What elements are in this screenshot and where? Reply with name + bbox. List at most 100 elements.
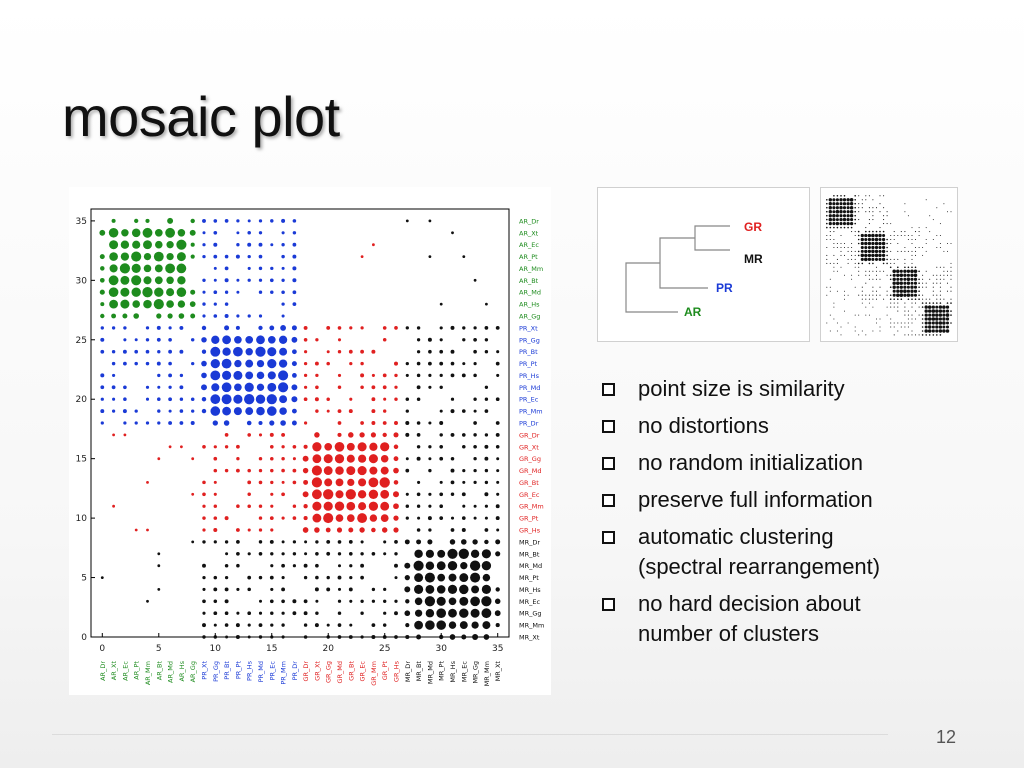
matrix-point — [247, 314, 251, 318]
matrix-point — [109, 240, 119, 250]
matrix-point — [224, 599, 229, 604]
matrix-point — [213, 492, 217, 496]
thumbnail-point — [839, 214, 843, 218]
thumbnail-point — [879, 294, 881, 296]
column-label: GR_Md — [336, 661, 344, 684]
matrix-point — [100, 266, 105, 271]
matrix-point — [496, 457, 500, 461]
matrix-point — [461, 528, 466, 532]
matrix-point — [462, 255, 466, 258]
thumbnail-point — [931, 325, 935, 329]
matrix-point — [247, 504, 251, 508]
thumbnail-point — [828, 210, 832, 214]
matrix-point — [176, 287, 187, 297]
matrix-point — [270, 611, 274, 615]
thumbnail-point — [897, 266, 899, 269]
matrix-point — [213, 254, 218, 259]
matrix-point — [269, 278, 274, 283]
thumbnail-point — [867, 257, 872, 262]
thumbnail-point — [890, 258, 892, 260]
thumbnail-point — [868, 230, 871, 233]
matrix-point — [394, 576, 398, 580]
matrix-point — [202, 563, 206, 568]
thumbnail-point — [840, 266, 842, 268]
matrix-point — [224, 433, 229, 437]
matrix-point — [145, 349, 150, 354]
thumbnail-point — [907, 334, 909, 336]
matrix-point — [233, 394, 243, 404]
matrix-point — [450, 480, 455, 485]
thumbnail-point — [835, 209, 840, 214]
matrix-point — [213, 528, 218, 532]
matrix-point — [485, 302, 488, 306]
thumbnail-point — [835, 198, 839, 202]
thumbnail-point — [872, 330, 874, 332]
bullet-item: automatic clustering (spectral rearrange… — [600, 522, 1010, 582]
matrix-point — [470, 549, 480, 558]
thumbnail-point — [925, 286, 927, 288]
matrix-point — [484, 326, 489, 330]
matrix-point — [337, 587, 342, 591]
matrix-point — [112, 504, 115, 508]
matrix-point — [213, 290, 218, 295]
thumbnail-point — [936, 235, 938, 236]
thumbnail-point — [847, 226, 849, 229]
matrix-point — [473, 337, 477, 342]
thumbnail-point — [832, 202, 836, 206]
matrix-point — [425, 608, 435, 618]
thumbnail-point — [890, 234, 892, 237]
thumbnail-point — [833, 270, 835, 272]
thumbnail-point — [861, 199, 863, 201]
matrix-point — [179, 349, 184, 354]
thumbnail-point — [939, 247, 941, 248]
thumbnail-point — [865, 314, 867, 316]
matrix-point — [213, 623, 217, 627]
matrix-point — [99, 254, 105, 260]
matrix-point — [202, 444, 206, 449]
matrix-point — [337, 338, 342, 342]
matrix-point — [414, 549, 423, 559]
matrix-point — [393, 515, 399, 521]
thumbnail-point — [867, 241, 872, 246]
matrix-point — [428, 421, 432, 425]
thumbnail-point — [854, 258, 856, 260]
thumbnail-point — [942, 305, 946, 309]
matrix-point — [99, 277, 105, 283]
column-label: PR_Ec — [268, 661, 276, 681]
matrix-point — [371, 397, 376, 402]
matrix-point — [245, 407, 254, 416]
matrix-point — [269, 516, 274, 520]
matrix-point — [236, 243, 240, 247]
matrix-point — [349, 623, 353, 627]
thumbnail-point — [865, 195, 867, 197]
matrix-point — [439, 349, 444, 354]
matrix-point — [326, 350, 330, 354]
matrix-point — [495, 421, 500, 425]
matrix-point — [258, 219, 263, 223]
row-label: GR_Xt — [519, 443, 539, 451]
matrix-point — [348, 349, 353, 354]
matrix-point — [247, 231, 251, 235]
thumbnail-point — [893, 258, 895, 260]
thumbnail-point — [911, 254, 913, 256]
matrix-point — [427, 539, 433, 545]
thumbnail-point — [897, 302, 899, 304]
matrix-point — [405, 421, 410, 425]
thumbnail-point — [860, 245, 864, 250]
thumbnail-point — [828, 198, 833, 202]
matrix-point — [461, 373, 466, 378]
row-label: AR_Mm — [519, 265, 543, 273]
matrix-point — [484, 338, 489, 342]
thumbnail-point — [932, 302, 935, 304]
matrix-point — [100, 576, 104, 579]
thumbnail-point — [950, 290, 952, 292]
thumbnail-point — [886, 242, 888, 245]
thumbnail-point — [854, 254, 856, 256]
matrix-point — [222, 347, 231, 356]
matrix-point — [100, 313, 105, 319]
matrix-point — [190, 338, 195, 342]
thumbnail-point — [945, 317, 950, 321]
matrix-point — [157, 588, 161, 591]
column-label: MR_Ec — [460, 661, 468, 682]
matrix-point — [416, 634, 422, 640]
